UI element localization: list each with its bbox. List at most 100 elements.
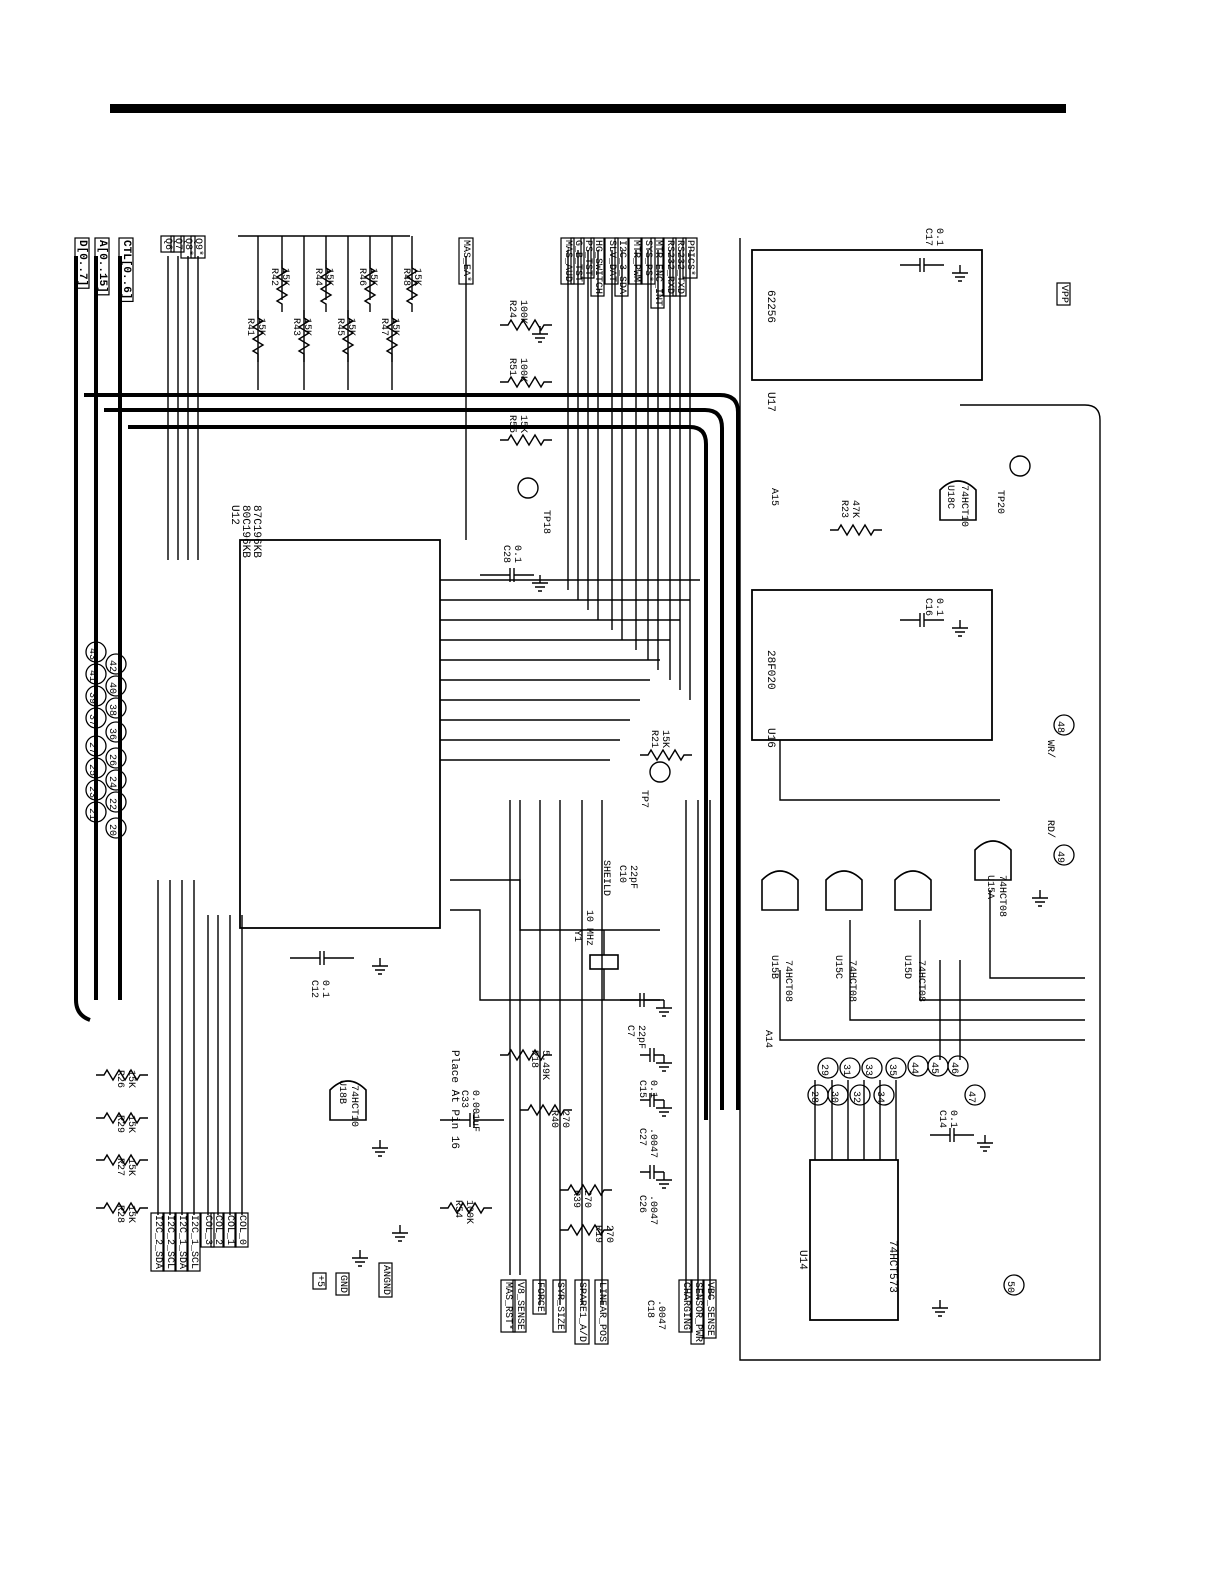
u15a-part: 74HCT08	[996, 875, 1007, 917]
connector-pin-33-label: 33	[862, 1064, 873, 1076]
capacitor-ref: C10	[616, 865, 627, 883]
resistor-ref: R19	[592, 1225, 603, 1243]
u16-ref: U16	[764, 728, 776, 748]
connector-pin-42-label: 42	[106, 660, 117, 672]
connector-pin-35	[885, 1057, 907, 1079]
resistor-value: 15K	[517, 415, 528, 433]
u12-part1: 80C196KB	[239, 505, 251, 558]
connector-pin-30	[827, 1084, 849, 1106]
connector-pin-25	[85, 757, 107, 779]
resistor-value: 15K	[125, 1115, 136, 1133]
connector-pin-37	[85, 707, 107, 729]
resistor-value: 5.49K	[539, 1050, 550, 1080]
u18c-part: 74HCT10	[958, 485, 969, 527]
connector-pin-20	[105, 817, 127, 839]
resistor-value: 15K	[411, 268, 422, 286]
u16-part: 28F020	[764, 650, 776, 690]
u18c-ref: U18C	[944, 485, 955, 509]
resistor-value: 15K	[279, 268, 290, 286]
connector-pin-45-label: 45	[928, 1062, 939, 1074]
left-signal-label: COL_1	[224, 1215, 235, 1245]
top-signal-label: MAS_EA*	[460, 240, 472, 282]
bottom-signal-label: CHARGING	[680, 1282, 691, 1330]
power-label-angnd: ANGND	[380, 1265, 391, 1295]
connector-pin-48	[1053, 714, 1075, 736]
capacitor-ref: C17	[922, 228, 933, 246]
u14-part: 74HCT573	[886, 1240, 898, 1293]
bottom-signal-label: SYR_SIZE	[554, 1282, 565, 1330]
address-label-a14: A14	[762, 1030, 773, 1048]
right-signal-label: RS232_RXD	[664, 240, 675, 294]
connector-pin-37-label: 37	[86, 714, 97, 726]
resistor-value: 270	[559, 1110, 570, 1128]
connector-pin-31-label: 31	[840, 1064, 851, 1076]
signal-label-wr: WR/	[1044, 740, 1056, 758]
connector-pin-26-label: 26	[106, 754, 117, 766]
left-signal-label: COL_3	[202, 1215, 213, 1245]
capacitor-ref: C7	[624, 1025, 635, 1037]
connector-pin-47	[964, 1084, 986, 1106]
connector-pin-44-label: 44	[908, 1062, 919, 1074]
capacitor-ref: C27	[636, 1128, 647, 1146]
connector-pin-22	[105, 791, 127, 813]
u15a-ref: U15A	[984, 875, 995, 899]
u12-part2: 87C196KB	[250, 505, 262, 558]
connector-pin-36	[105, 721, 127, 743]
connector-pin-43-label: 43	[86, 648, 97, 660]
connector-pin-38-label: 38	[106, 704, 117, 716]
bottom-signal-label: SPARE1_A/D	[576, 1282, 588, 1342]
resistor-ref: R39	[570, 1190, 581, 1208]
resistor-ref: R46	[356, 268, 367, 286]
address-label-a15: A15	[768, 488, 779, 506]
connector-pin-22-label: 22	[106, 798, 117, 810]
resistor-ref: R26	[114, 1070, 125, 1088]
capacitor-ref: C33	[458, 1090, 469, 1108]
connector-pin-41-label: 41	[86, 670, 97, 682]
resistor-value: 270	[603, 1225, 614, 1243]
connector-pin-39-label: 39	[86, 692, 97, 704]
right-signal-label: PPICS*	[684, 240, 696, 276]
bus-label: CTL[0..6]	[120, 240, 132, 299]
connector-pin-29	[817, 1057, 839, 1079]
connector-pin-23-label: 23	[86, 786, 97, 798]
resistor-value: 15K	[389, 318, 400, 336]
connector-pin-38	[105, 697, 127, 719]
resistor-value: 15K	[659, 730, 670, 748]
capacitor-value: 0.001uF	[469, 1090, 480, 1132]
connector-pin-42	[105, 653, 127, 675]
wiring	[74, 235, 1101, 1361]
resistor-value: 100K	[517, 358, 528, 382]
resistor-ref: R45	[334, 318, 345, 336]
resistor-ref: R41	[244, 318, 255, 336]
resistor-ref: R40	[548, 1110, 559, 1128]
u15c-part: 74HCT08	[846, 960, 857, 1002]
connector-pin-21-label: 21	[86, 808, 97, 820]
resistor-ref: R18	[528, 1050, 539, 1068]
crystal-ref: Y1	[571, 930, 582, 942]
connector-pin-34	[873, 1084, 895, 1106]
right-signal-label: G_B_TST	[572, 240, 583, 282]
header-rule	[110, 104, 1066, 113]
resistor-ref: R43	[290, 318, 301, 336]
top-signal-label: Q6	[162, 238, 173, 250]
connector-pin-43	[85, 641, 107, 663]
capacitor-ref: C26	[636, 1195, 647, 1213]
bus-label: D[0..7]	[76, 240, 88, 286]
power-label-gnd: GND	[337, 1275, 348, 1293]
resistor-ref: R27	[114, 1158, 125, 1176]
capacitor-ref: C28	[500, 545, 511, 563]
resistor-ref: R54	[452, 1200, 463, 1218]
capacitor-ref: C18	[644, 1300, 655, 1318]
resistor-value: 15K	[323, 268, 334, 286]
connector-pin-41	[85, 663, 107, 685]
connector-pin-49	[1053, 844, 1075, 866]
signal-label-rd: RD/	[1044, 820, 1056, 838]
connector-pin-40	[105, 675, 127, 697]
u17-part: 62256	[764, 290, 776, 323]
connector-pin-48-label: 48	[1054, 721, 1065, 733]
bottom-signal-label: SENSOR_PWR	[692, 1282, 703, 1342]
connector-pin-49-label: 49	[1054, 851, 1065, 863]
right-signal-label: MAS_AUD	[562, 240, 573, 282]
connector-pin-47-label: 47	[965, 1091, 976, 1103]
connector-pin-26	[105, 747, 127, 769]
